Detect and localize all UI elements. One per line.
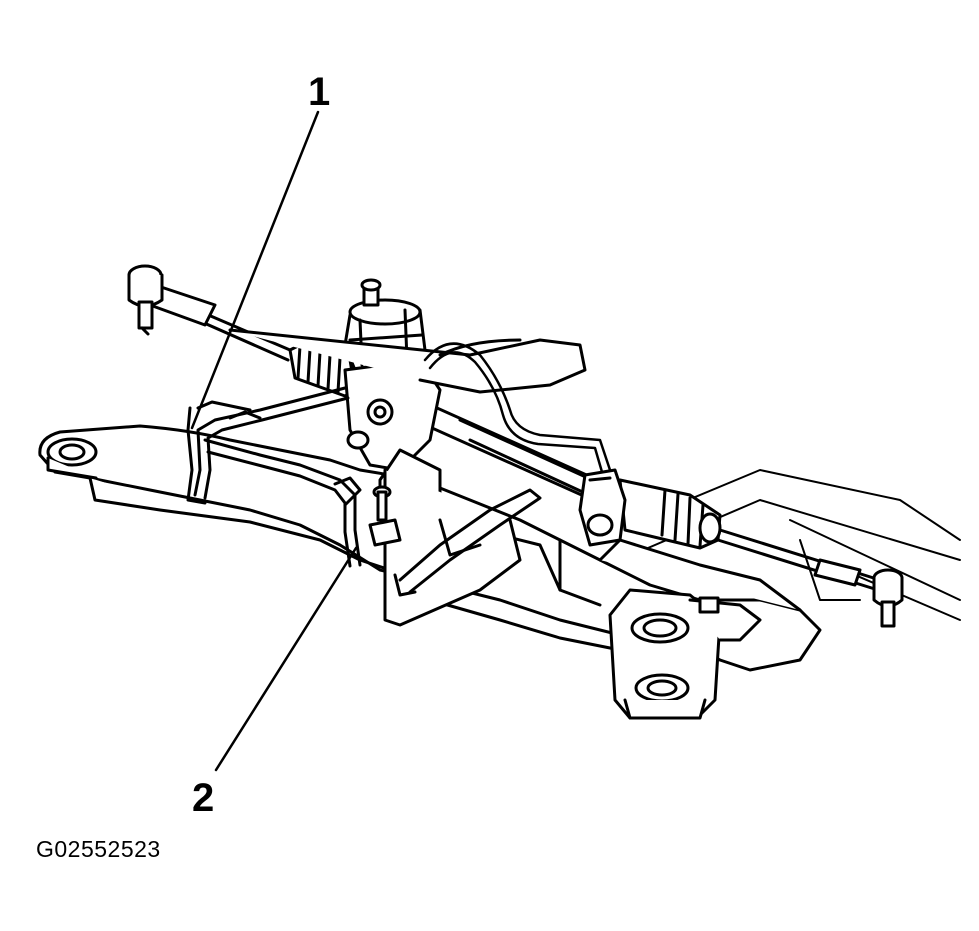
right-boot [618,478,722,550]
pressure-hose [203,438,542,597]
right-gear-mount [578,468,627,547]
right-tie-rod [716,528,882,592]
pinion-housing [343,358,442,472]
hard-line [423,342,612,474]
callout-2-label: 2 [192,776,215,820]
leader-lines [190,110,358,772]
left-tie-rod [148,283,292,362]
right-mount [608,588,762,720]
hose-fitting [368,485,402,547]
callout-1-label: 1 [308,70,331,114]
left-tie-rod-end [127,264,164,336]
figure-id: G02552523 [36,836,161,862]
right-tie-rod-end [872,568,904,628]
left-mount [46,437,98,480]
return-hose [186,386,350,505]
